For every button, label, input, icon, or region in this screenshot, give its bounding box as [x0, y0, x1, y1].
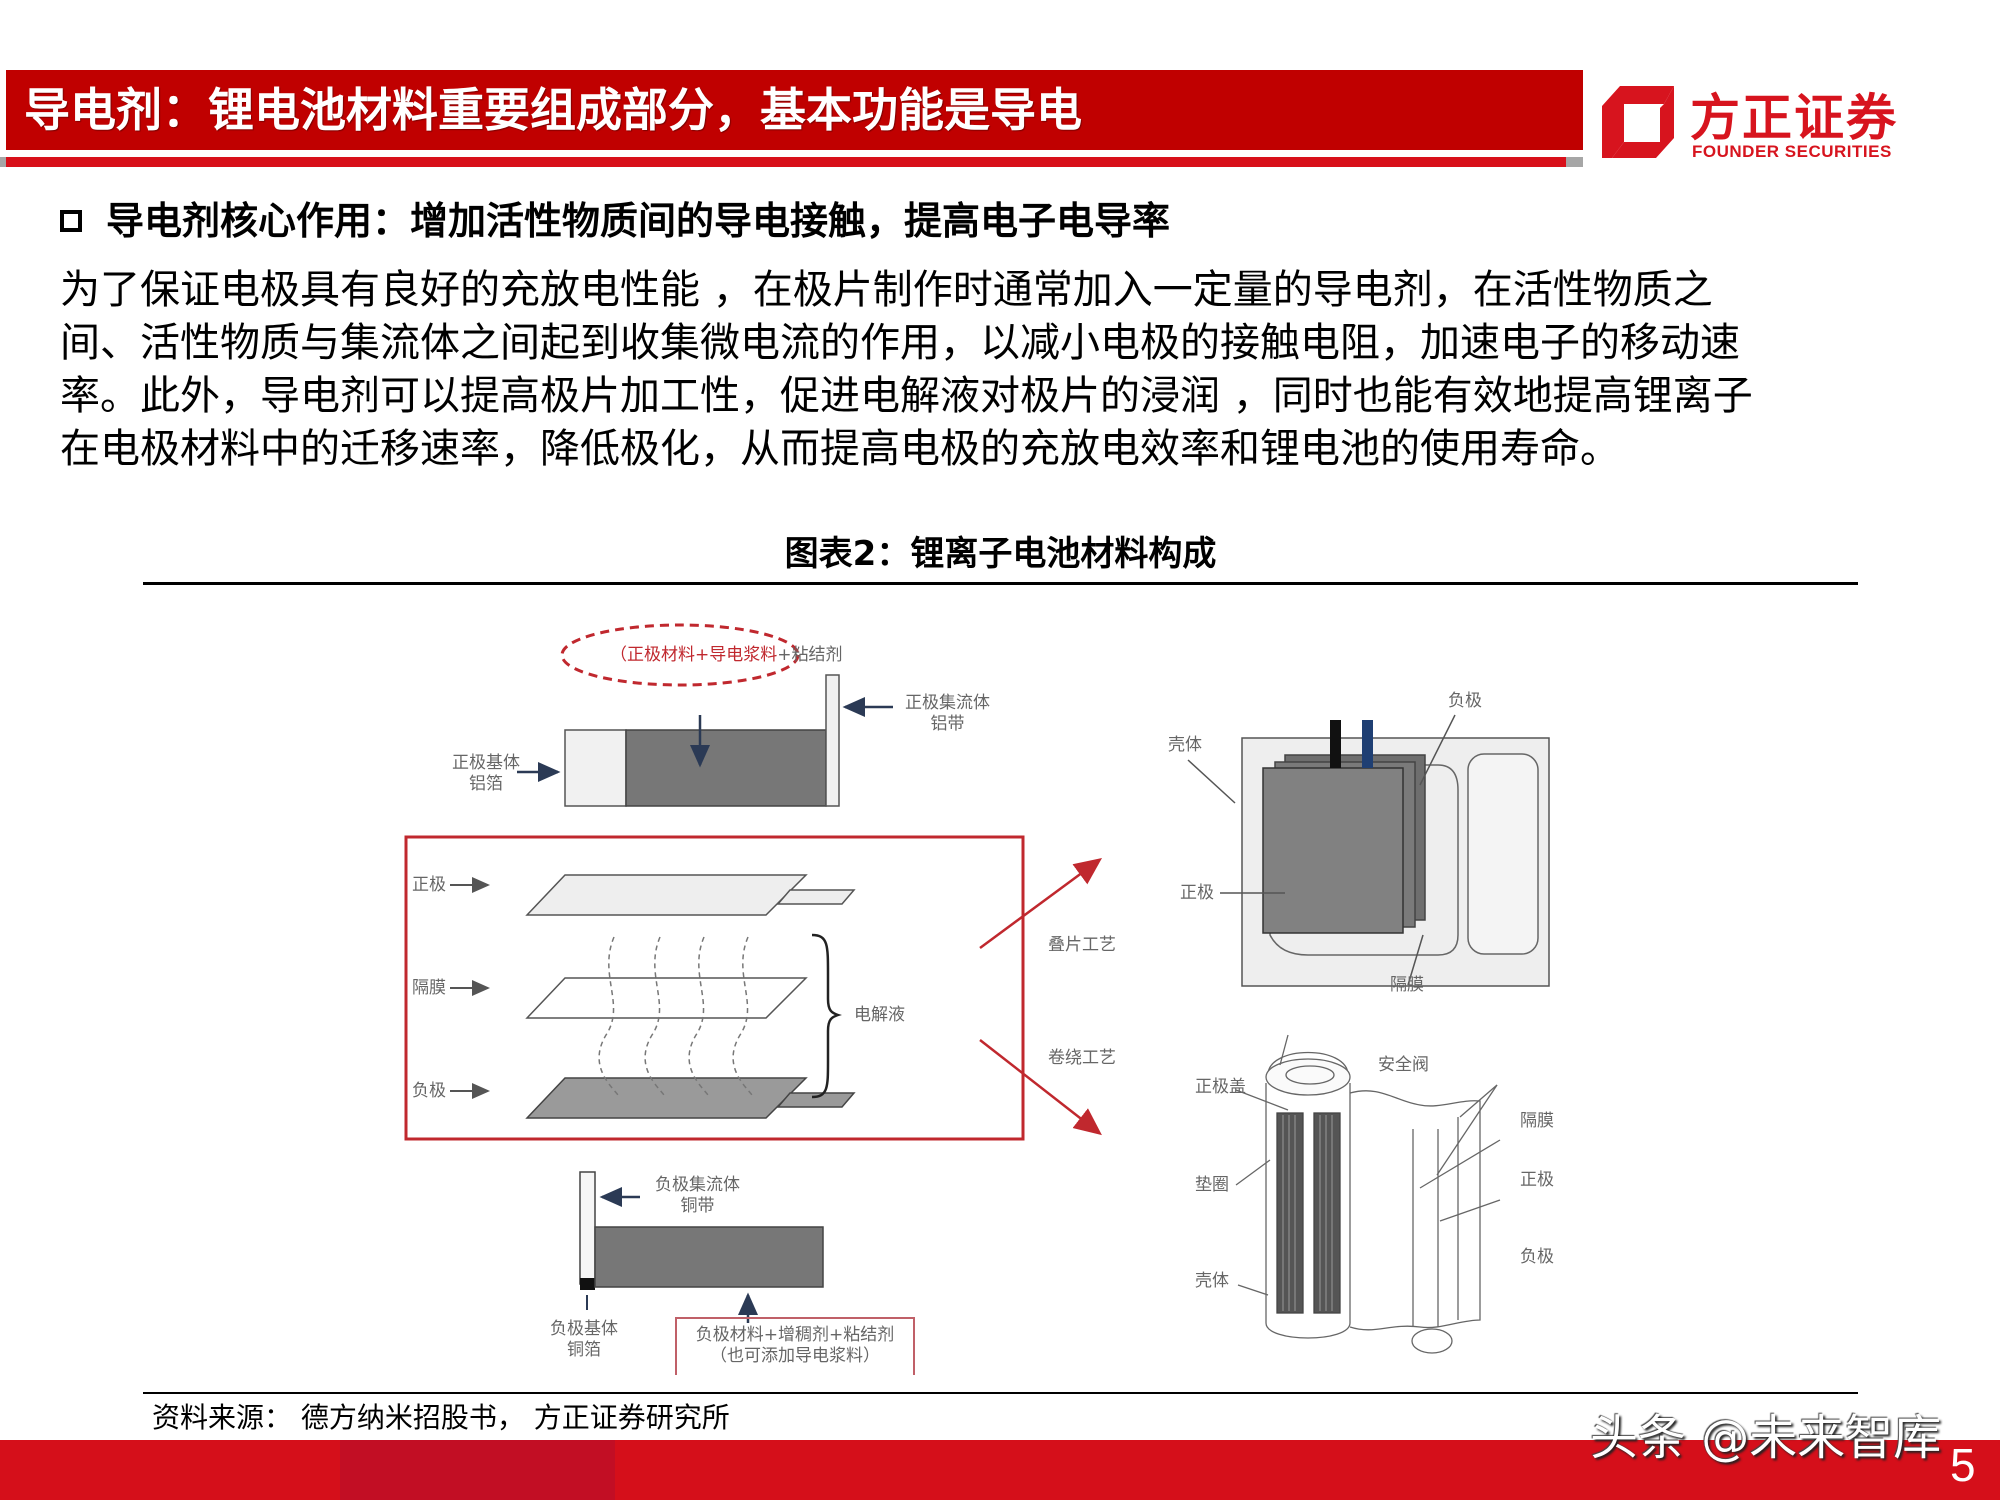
winding-arrow	[979, 1039, 1102, 1136]
paragraph-line: 在电极材料中的迁移速率，降低极化，从而提高电极的充放电效率和锂电池的使用寿命。	[60, 426, 1620, 472]
cylindrical-cell-drawing	[1235, 1034, 1501, 1354]
figure-top-rule	[143, 582, 1858, 585]
cyl-label-positive-cap: 正极盖	[1195, 1077, 1246, 1097]
logo-text-en: FOUNDER SECURITIES	[1692, 142, 1892, 161]
body-paragraph: 为了保证电极具有良好的充放电性能 ，在极片制作时通常加入一定量的导电剂，在活性物…	[60, 264, 1960, 476]
stacking-process-label: 叠片工艺	[1048, 935, 1116, 955]
cyl-label-safety-valve: 安全阀	[1378, 1055, 1429, 1075]
figure-caption: 图表2：锂离子电池材料构成	[784, 534, 1217, 574]
title-stripe-gray-right	[1566, 157, 1583, 167]
page-title: 导电剂：锂电池材料重要组成部分，基本功能是导电	[24, 83, 1082, 137]
electrode-stack-box	[404, 835, 1025, 1141]
founder-securities-logo: 方正证券 FOUNDER SECURITIES	[1598, 80, 1928, 170]
anode-slurry-label: 负极材料+增稠剂+粘结剂（也可添加导电浆料）	[695, 1325, 895, 1366]
bottom-band	[0, 1440, 2000, 1500]
cathode-slurry-label: （正极材料+导电浆料+粘结剂	[610, 645, 843, 665]
bottom-band-accent	[340, 1440, 615, 1500]
pouch-label-casing: 壳体	[1168, 735, 1202, 755]
pouch-label-anode: 负极	[1448, 691, 1482, 711]
stack-label-anode: 负极	[412, 1081, 446, 1101]
logo-text-cn: 方正证券	[1690, 89, 1898, 147]
section-heading-text: 导电剂核心作用：增加活性物质间的导电接触，提高电子电导率	[106, 199, 1171, 243]
stack-label-cathode: 正极	[412, 875, 446, 895]
highlight-ellipse	[560, 623, 800, 687]
anode-substrate-label: 负极基体铜箔	[550, 1319, 618, 1360]
cathode-substrate-label: 正极基体铝箔	[452, 753, 520, 794]
diagram-graphics	[404, 623, 1550, 1375]
paragraph-line: 为了保证电极具有良好的充放电性能 ，在极片制作时通常加入一定量的导电剂，在活性物…	[60, 267, 1713, 313]
hollow-square-bullet-icon	[60, 209, 82, 232]
paragraph-line: 间、活性物质与集流体之间起到收集微电流的作用，以减小电极的接触电阻，加速电子的移…	[60, 320, 1740, 366]
cathode-collector-label: 正极集流体铝带	[905, 693, 990, 734]
cyl-label-gasket: 垫圈	[1195, 1175, 1229, 1195]
paragraph-line: 率。此外，导电剂可以提高极片加工性，促进电解液对极片的浸润 ，同时也能有效地提高…	[60, 373, 1753, 419]
source-note: 资料来源： 德方纳米招股书， 方正证券研究所	[152, 1401, 730, 1434]
section-heading: 导电剂核心作用：增加活性物质间的导电接触，提高电子电导率	[60, 196, 1170, 246]
anode-collector-label: 负极集流体铜带	[655, 1175, 740, 1216]
founder-logo-mark-icon	[1602, 86, 1674, 158]
cyl-label-cathode: 正极	[1520, 1170, 1554, 1190]
cyl-label-anode: 负极	[1520, 1247, 1554, 1267]
stacking-arrow	[979, 858, 1103, 950]
stack-label-separator: 隔膜	[412, 978, 446, 998]
battery-materials-diagram: （正极材料+导电浆料+粘结剂 正极集流体铝带 正极基体铝箔 正极 隔膜 负极 电…	[380, 615, 1620, 1375]
page-number: 5	[1950, 1439, 1976, 1491]
title-stripe-gray-left	[0, 157, 6, 167]
title-stripe	[6, 157, 1576, 167]
title-band	[6, 70, 1583, 150]
winding-process-label: 卷绕工艺	[1048, 1048, 1116, 1068]
cyl-label-separator: 隔膜	[1520, 1111, 1554, 1131]
watermark: 头条 @未来智库	[1590, 1410, 1942, 1466]
electrolyte-label: 电解液	[854, 1005, 905, 1025]
cyl-label-casing: 壳体	[1195, 1271, 1229, 1291]
pouch-label-cathode: 正极	[1180, 883, 1214, 903]
pouch-label-separator: 隔膜	[1390, 975, 1424, 995]
figure-bottom-rule	[143, 1392, 1858, 1394]
